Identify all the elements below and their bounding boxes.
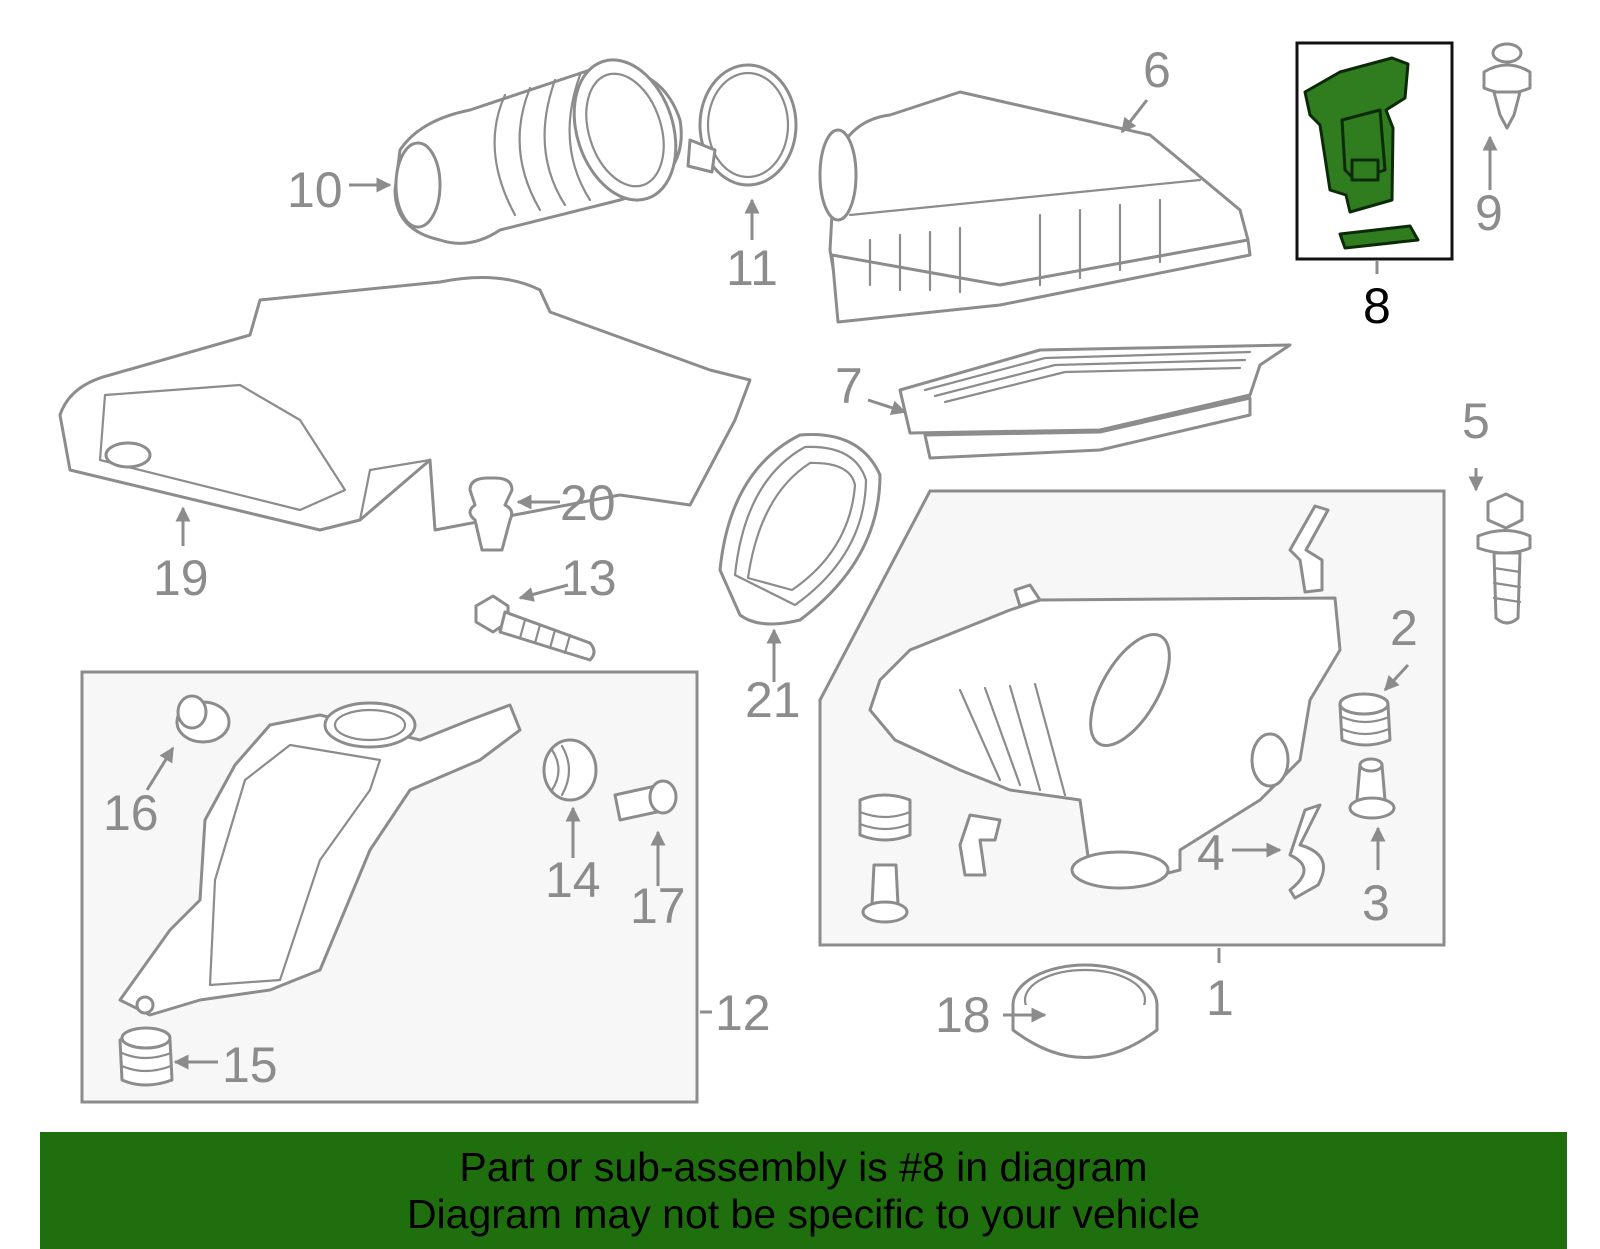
callout-14: 14 (545, 852, 601, 908)
air-cleaner-housing-part-1[interactable] (868, 583, 1342, 890)
callout-2: 2 (1390, 600, 1418, 656)
intake-tube-part-10[interactable] (393, 47, 693, 245)
callout-9: 9 (1475, 185, 1503, 241)
bolt-part-13[interactable] (474, 594, 596, 662)
clamp-part-11[interactable] (686, 63, 798, 187)
callout-21: 21 (745, 672, 801, 728)
plug-part-16[interactable] (175, 694, 231, 744)
bolt-part-5[interactable] (1476, 492, 1532, 625)
push-clip-part-9[interactable] (1482, 42, 1532, 130)
banner-line-1: Part or sub-assembly is #8 in diagram (459, 1144, 1148, 1190)
callout-13: 13 (561, 550, 617, 606)
housing-grommet-left[interactable] (858, 793, 912, 842)
callout-3: 3 (1362, 875, 1390, 931)
callout-10: 10 (287, 162, 343, 218)
callout-6: 6 (1143, 42, 1171, 98)
callout-15: 15 (222, 1037, 278, 1093)
grommet-part-2[interactable] (1338, 692, 1392, 747)
callout-labels: 10 11 6 8 9 7 5 20 19 13 21 2 16 14 17 4… (103, 42, 1503, 1093)
callout-17: 17 (630, 878, 686, 934)
housing-clip-left[interactable] (958, 813, 1002, 877)
callout-19: 19 (153, 550, 209, 606)
callout-8: 8 (1363, 278, 1391, 334)
air-cleaner-cover-part-6[interactable] (818, 90, 1252, 324)
callout-18: 18 (935, 987, 991, 1043)
ring-seal-part-18[interactable] (1011, 963, 1159, 1059)
leader-lines (145, 99, 1498, 1070)
callout-4: 4 (1197, 825, 1225, 881)
collar-part-3[interactable] (1348, 757, 1396, 820)
callout-20: 20 (560, 475, 616, 531)
callout-11: 11 (726, 240, 778, 296)
air-duct-part-19[interactable] (58, 276, 752, 532)
highlighted-part-8[interactable] (1303, 56, 1420, 250)
banner-line-2: Diagram may not be specific to your vehi… (406, 1191, 1200, 1237)
clip-part-4[interactable] (1288, 803, 1325, 900)
callout-5: 5 (1462, 393, 1490, 449)
seal-part-21[interactable] (718, 433, 882, 626)
housing-clip-top[interactable] (1288, 504, 1330, 594)
callout-1: 1 (1206, 970, 1234, 1026)
callout-16: 16 (103, 785, 159, 841)
callout-7: 7 (835, 358, 863, 414)
callout-12: 12 (715, 985, 771, 1041)
grommet-part-14[interactable] (542, 738, 598, 802)
housing-collar-left[interactable] (861, 863, 909, 924)
grommet-part-15[interactable] (118, 1026, 174, 1087)
air-filter-part-7[interactable] (898, 343, 1292, 460)
part-info-banner: Part or sub-assembly is #8 in diagram Di… (40, 1132, 1567, 1249)
clip-part-20[interactable] (468, 476, 514, 552)
collar-part-17[interactable] (613, 779, 678, 822)
duct-assembly-part-12[interactable] (118, 701, 522, 1017)
